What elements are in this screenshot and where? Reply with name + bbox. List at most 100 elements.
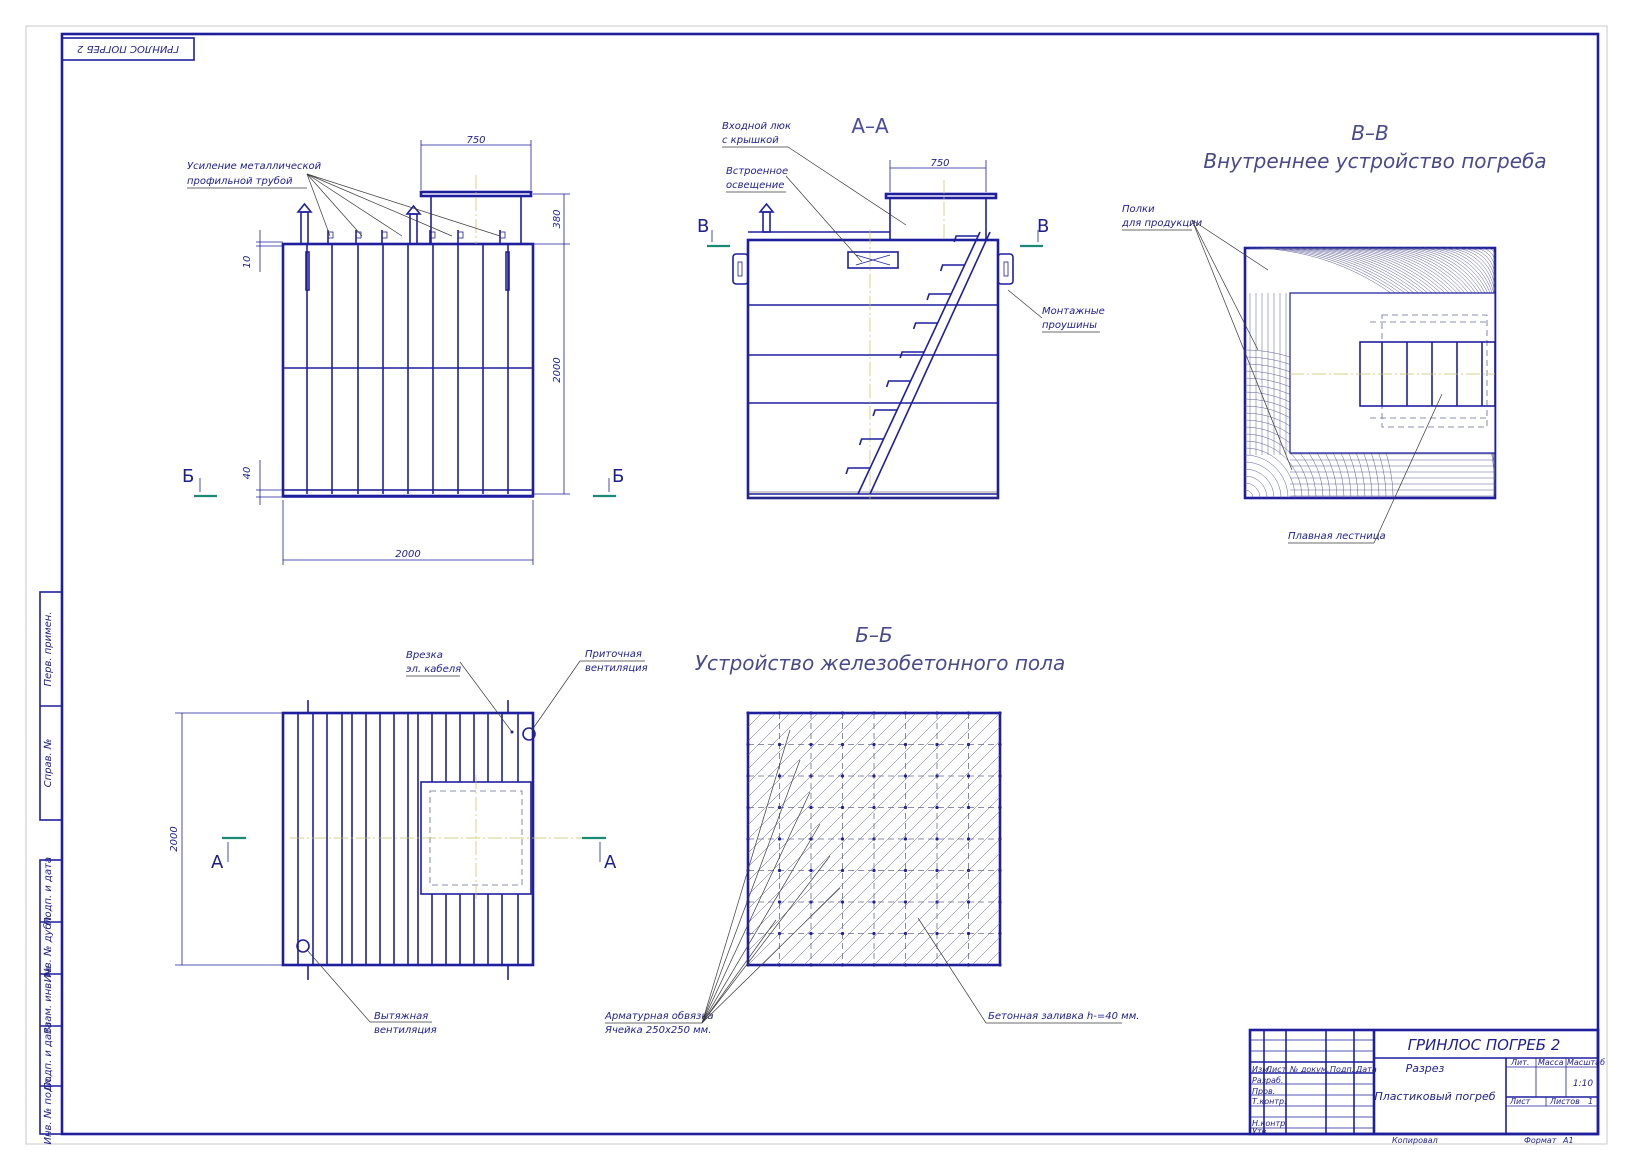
tb-copied: Копировал — [1392, 1136, 1438, 1145]
shelf-hatch — [1479, 247, 1496, 264]
concrete-hatch — [817, 782, 1001, 966]
rebar-node — [903, 900, 908, 904]
aa-callout-light-1: Встроенное — [726, 166, 788, 177]
tb-mass: Масса — [1538, 1058, 1564, 1067]
aa-callout-lugs-1: Монтажные — [1042, 306, 1105, 317]
concrete-hatch — [957, 922, 1001, 966]
ladder-rung — [885, 380, 911, 388]
rebar-node — [777, 900, 782, 904]
rebar-node — [903, 837, 908, 841]
tb-col-list: Лист — [1265, 1065, 1287, 1074]
aa-mark-right: В — [1037, 216, 1049, 237]
concrete-hatch — [943, 908, 1001, 966]
concrete-hatch — [747, 712, 777, 742]
plan-callout-supply-2: вентиляция — [585, 663, 648, 674]
rebar-node — [966, 931, 971, 936]
front-stub-clip — [499, 231, 506, 239]
title-block: Изм. Лист № докум. Подп. Дата Разраб. Пр… — [1248, 1028, 1605, 1145]
shelf-hatch — [1486, 247, 1496, 257]
ladder-rung — [872, 409, 898, 417]
concrete-hatch — [747, 712, 791, 756]
side-cell-3: Подп. и дата — [43, 857, 54, 925]
rebar-leader — [701, 791, 811, 1024]
rebar-leader — [701, 887, 841, 1024]
aa-callout-hatch-1: Входной люк — [722, 121, 791, 132]
front-dim-40: 40 — [242, 467, 253, 480]
front-dim-10: 10 — [242, 256, 253, 269]
concrete-hatch — [747, 712, 917, 882]
shelf-hatch — [1244, 461, 1282, 499]
ladder-rung — [845, 467, 871, 475]
ladder-rung — [926, 293, 952, 301]
rebar-node — [903, 963, 908, 967]
rebar-node — [872, 931, 876, 936]
bb-subtitle: Устройство железобетонного пола — [695, 651, 1065, 675]
bb-callout-rebar-1: Арматурная обвязка — [604, 1010, 714, 1022]
side-cell-7: Инв. № подл. — [43, 1076, 54, 1145]
rebar-node — [998, 900, 1002, 904]
front-stub-clip — [457, 231, 464, 239]
rebar-leader — [701, 823, 821, 1024]
tb-sheets-label: Листов — [1549, 1097, 1580, 1106]
aa-callout-light-2: освещение — [726, 180, 784, 191]
rebar-node — [966, 900, 971, 904]
rebar-node — [777, 774, 782, 778]
tb-format-value: А1 — [1562, 1136, 1574, 1145]
concrete-hatch — [789, 754, 1001, 966]
ladder-rung — [912, 322, 938, 330]
plan-callout-cable-1: Врезка — [406, 650, 443, 661]
tb-name: ГРИНЛОС ПОГРЕБ 2 — [1408, 1036, 1561, 1054]
bb-callout-rebar-2: Ячейка 250х250 мм. — [604, 1025, 711, 1036]
rebar-node — [746, 931, 750, 936]
rebar-node — [935, 963, 939, 967]
side-strip: Перв. примен. Справ. № Подп. и дата Инв.… — [39, 591, 63, 1145]
rebar-node — [966, 837, 971, 841]
concrete-hatch — [747, 712, 819, 784]
front-stub-clip — [429, 231, 436, 239]
concrete-hatch — [775, 740, 1001, 966]
rebar-node — [809, 868, 813, 873]
tb-col-sign: Подп. — [1330, 1065, 1354, 1074]
bb-callout-concrete: Бетонная заливка h-=40 мм. — [988, 1011, 1139, 1022]
rebar-node — [966, 711, 971, 715]
aa-callout-lugs-2: проушины — [1042, 320, 1097, 331]
tb-sheets-value: 1 — [1588, 1097, 1593, 1106]
section-vv: В–В Внутреннее устройство погреба Полки … — [1121, 121, 1547, 544]
tb-sheet-label: Лист — [1509, 1097, 1531, 1106]
concrete-hatch — [873, 838, 1001, 966]
rebar-node — [746, 774, 750, 778]
tb-doc-line2: Пластиковый погреб — [1374, 1090, 1495, 1103]
side-cell-5: Взам. инв. № — [43, 966, 54, 1034]
shelf-hatch — [1465, 247, 1496, 278]
rebar-node — [935, 837, 939, 841]
front-stub-clip — [381, 231, 388, 239]
rebar-node — [777, 837, 782, 841]
vv-title: В–В — [1351, 121, 1388, 145]
rebar-node — [903, 868, 908, 873]
rebar-node — [777, 868, 782, 873]
rebar-node — [872, 742, 876, 747]
rebar-node — [809, 711, 813, 715]
shelf-hatch — [1444, 247, 1496, 299]
tb-format-label: Формат — [1524, 1136, 1557, 1145]
concrete-hatch — [803, 768, 1001, 966]
rebar-node — [966, 774, 971, 778]
tb-col-doc: № докум. — [1289, 1065, 1329, 1074]
concrete-hatch — [929, 894, 1001, 966]
shelf-hatch — [1244, 489, 1254, 499]
front-view: 750 380 2000 10 40 2000 Б Б Усиление мет… — [182, 135, 624, 565]
rebar-node — [777, 742, 782, 747]
rebar-node — [935, 868, 939, 873]
tb-lit: Лит. — [1510, 1058, 1529, 1067]
rebar-leader — [701, 919, 777, 1024]
concrete-hatch — [747, 712, 959, 924]
plan-callout-exhaust-1: Вытяжная — [374, 1011, 428, 1022]
rebar-node — [872, 805, 876, 810]
rebar-node — [966, 963, 971, 967]
concrete-hatch — [747, 712, 833, 798]
rebar-node — [935, 711, 939, 715]
concrete-hatch — [747, 712, 973, 938]
rebar-node — [840, 805, 845, 810]
concrete-hatch — [747, 712, 861, 826]
shelf-hatch — [1472, 247, 1496, 271]
